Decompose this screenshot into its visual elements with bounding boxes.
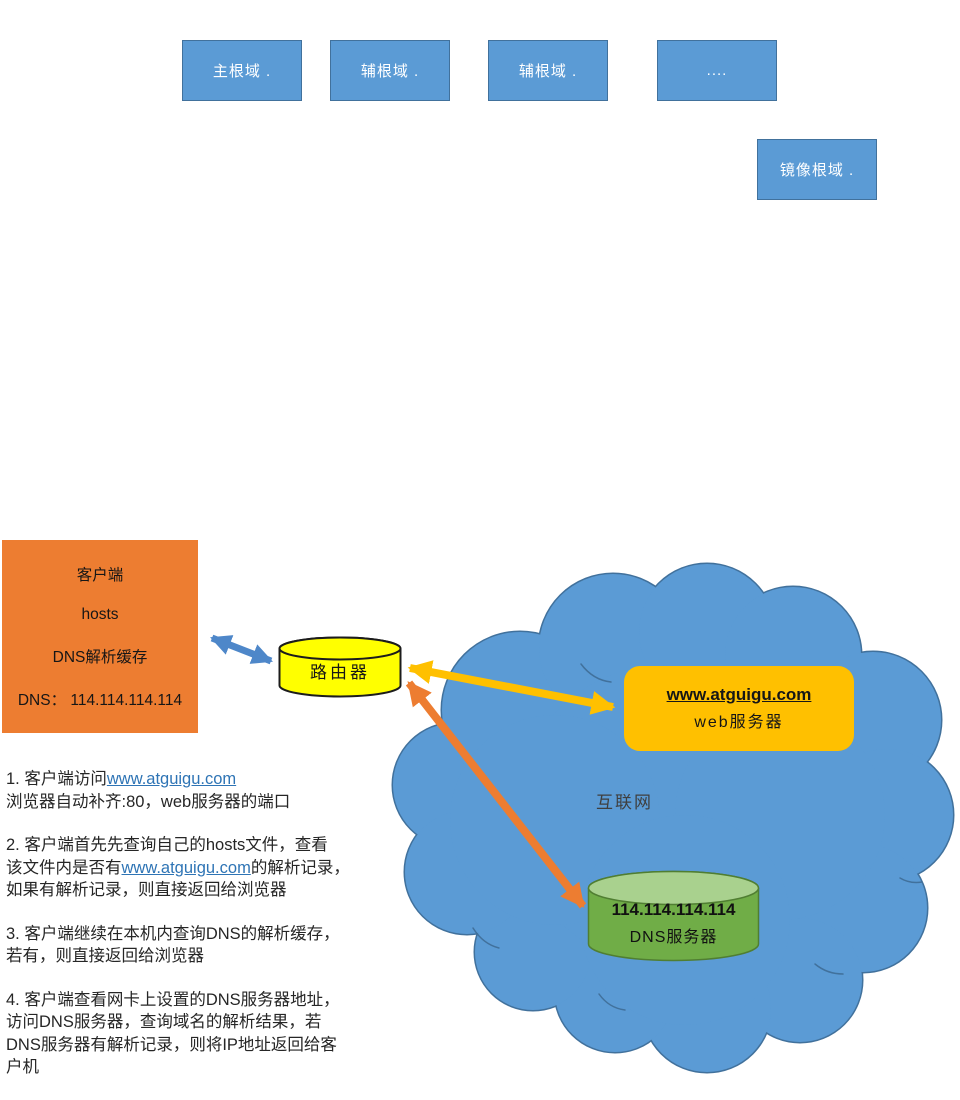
root-domain-box-ellipsis: .... <box>657 40 777 101</box>
client-dns-cache-line: DNS解析缓存 <box>52 649 148 666</box>
arrow-client-router <box>210 634 273 665</box>
dns-server-ip: 114.114.114.114 <box>611 900 736 919</box>
step-paragraph: 3. 客户端继续在本机内查询DNS的解析缓存， 若有，则直接返回给浏览器 <box>6 923 406 968</box>
root-domain-box-secondary-2: 辅根域 . <box>488 40 608 101</box>
web-server-label: web服务器 <box>694 714 784 731</box>
step-text: 户机 <box>6 1058 39 1076</box>
step-text: 该文件内是否有 <box>6 858 122 877</box>
web-server-url-link[interactable]: www.atguigu.com <box>666 685 812 704</box>
web-server-box: www.atguigu.com web服务器 <box>624 666 854 751</box>
step-text: 浏览器自动补齐:80，web服务器的端口 <box>6 792 291 811</box>
internet-cloud <box>391 562 955 1074</box>
atguigu-link[interactable]: www.atguigu.com <box>106 770 237 788</box>
step-text: 4. 客户端查看网卡上设置的DNS服务器地址， <box>6 990 340 1009</box>
router-cylinder: 路由器 <box>278 636 402 698</box>
step-text: 3. 客户端继续在本机内查询DNS的解析缓存， <box>6 924 340 943</box>
step-text: 2. 客户端首先先查询自己的hosts文件，查看 <box>6 836 328 854</box>
internet-label: 互联网 <box>596 793 653 812</box>
step-text: 访问DNS服务器，查询域名的解析结果，若 <box>6 1013 322 1031</box>
step-text: 若有，则直接返回给浏览器 <box>6 947 204 965</box>
client-hosts-line: hosts <box>81 606 119 623</box>
root-domain-box-secondary-1: 辅根域 . <box>330 40 450 101</box>
step-paragraph: 1. 客户端访问www.atguigu.com 浏览器自动补齐:80，web服务器… <box>6 768 406 813</box>
root-domain-box-primary: 主根域 . <box>182 40 302 101</box>
step-text: DNS服务器有解析记录，则将IP地址返回给客 <box>6 1035 337 1054</box>
client-title: 客户端 <box>76 567 124 584</box>
router-label: 路由器 <box>310 663 370 682</box>
step-paragraph: 2. 客户端首先先查询自己的hosts文件，查看该文件内是否有www.atgui… <box>6 834 406 902</box>
dns-server-label: DNS服务器 <box>629 929 718 946</box>
step-text: 1. 客户端访问 <box>6 770 107 788</box>
dns-server-cylinder: 114.114.114.114 DNS服务器 <box>587 870 760 963</box>
step-text: 如果有解析记录，则直接返回给浏览器 <box>6 881 287 899</box>
step-text: 的解析记录， <box>250 858 350 877</box>
atguigu-link[interactable]: www.atguigu.com <box>121 858 251 877</box>
step-paragraph: 4. 客户端查看网卡上设置的DNS服务器地址， 访问DNS服务器，查询域名的解析结… <box>6 989 406 1079</box>
client-box: 客户端 hosts DNS解析缓存 DNS： 114.114.114.114 <box>2 540 198 733</box>
client-dns-address-line: DNS： 114.114.114.114 <box>17 692 183 709</box>
root-domain-box-mirror: 镜像根域 . <box>757 139 877 200</box>
